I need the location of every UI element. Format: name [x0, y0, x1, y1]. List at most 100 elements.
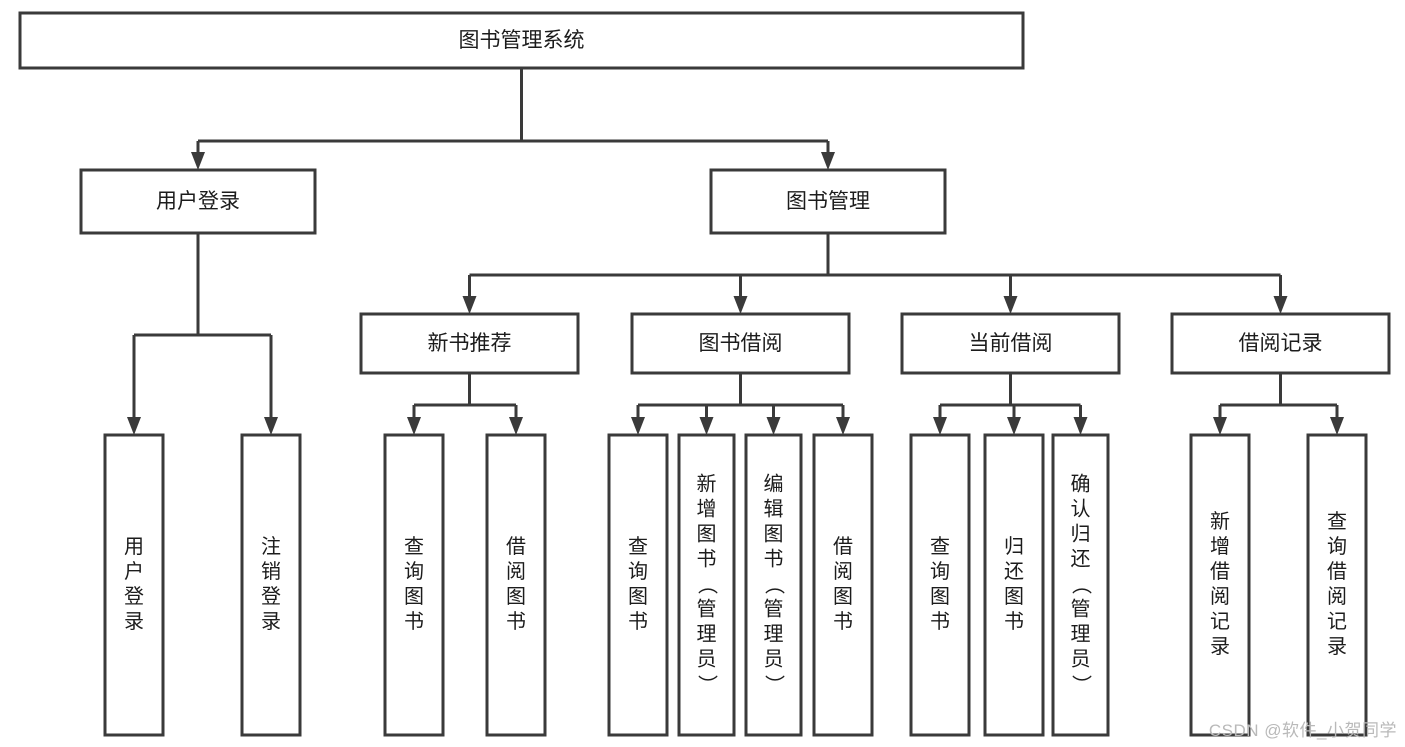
arrow-to-leaf-query-borrow-record [1330, 417, 1344, 435]
label-glyph: 录 [261, 611, 281, 633]
label-glyph: 还 [1071, 548, 1091, 571]
arrow-to-leaf-query-book-recommend [407, 417, 421, 435]
node-leaf-user-login[interactable] [103, 433, 165, 737]
node-new-book-recommend[interactable] [359, 312, 580, 375]
node-borrow-record[interactable] [1170, 312, 1391, 375]
label-glyph: 阅 [506, 560, 526, 583]
node-leaf-borrow-book-recommend[interactable] [485, 433, 547, 737]
node-leaf-confirm-return[interactable] [1051, 433, 1110, 737]
label-glyph: 新 [1210, 510, 1230, 533]
node-leaf-return-book[interactable] [983, 433, 1045, 737]
connector-layer [127, 68, 1344, 435]
node-leaf-edit-book[interactable] [744, 433, 803, 737]
node-leaf-user-login-label: 用户登录 [124, 536, 144, 633]
label-glyph: 查 [628, 535, 648, 558]
label-glyph: 阅 [1327, 585, 1347, 608]
label-glyph: 阅 [1210, 585, 1230, 608]
label-glyph: 图 [697, 524, 717, 546]
node-leaf-query-book-borrow[interactable] [607, 433, 669, 737]
node-user-login[interactable] [79, 168, 317, 235]
node-leaf-add-book[interactable] [677, 433, 736, 737]
node-leaf-query-book-recommend[interactable] [383, 433, 445, 737]
node-current-borrow-label: 当前借阅 [969, 332, 1053, 355]
node-leaf-add-borrow-record[interactable] [1189, 433, 1251, 737]
label-glyph: 图 [930, 586, 950, 608]
label-glyph: 询 [404, 560, 424, 583]
label-glyph: （ [1070, 575, 1093, 595]
label-glyph: 图 [1004, 586, 1024, 608]
label-glyph: 理 [764, 624, 784, 646]
node-book-management[interactable] [709, 168, 947, 235]
node-leaf-query-borrow-record[interactable] [1306, 433, 1368, 737]
node-leaf-query-book-current[interactable] [909, 433, 971, 737]
label-glyph: ） [696, 675, 719, 695]
label-glyph: 录 [124, 611, 144, 633]
label-glyph: 录 [1327, 636, 1347, 658]
label-glyph: （ [696, 575, 719, 595]
node-current-borrow[interactable] [900, 312, 1121, 375]
arrow-to-borrow-record [1273, 296, 1288, 314]
node-book-management-label: 图书管理 [786, 190, 870, 213]
label-glyph: 询 [628, 560, 648, 583]
arrow-to-leaf-logout [264, 417, 278, 435]
arrow-to-leaf-query-book-borrow [631, 417, 645, 435]
label-glyph: 理 [1071, 624, 1091, 646]
arrow-to-leaf-confirm-return [1073, 417, 1088, 435]
label-glyph: 图 [833, 586, 853, 608]
label-glyph: ） [1070, 675, 1093, 695]
label-glyph: 登 [124, 585, 144, 608]
node-book-borrow[interactable] [630, 312, 851, 375]
label-glyph: 借 [833, 535, 853, 558]
label-glyph: 图 [404, 586, 424, 608]
label-glyph: 编 [764, 473, 784, 496]
arrow-to-leaf-add-book [699, 417, 714, 435]
label-glyph: 归 [1004, 535, 1024, 558]
node-leaf-borrow-book[interactable] [812, 433, 874, 737]
label-glyph: 登 [261, 585, 281, 608]
label-glyph: 管 [764, 598, 784, 621]
arrow-to-leaf-add-borrow-record [1213, 417, 1227, 435]
label-glyph: 还 [1004, 560, 1024, 583]
label-glyph: 记 [1210, 610, 1230, 633]
label-glyph: 户 [124, 560, 144, 583]
node-user-login-label: 用户登录 [156, 190, 240, 213]
label-glyph: 新 [697, 473, 717, 496]
label-glyph: 书 [697, 548, 717, 571]
label-glyph: 书 [506, 610, 526, 633]
label-glyph: 归 [1071, 523, 1091, 546]
label-glyph: 管 [697, 598, 717, 621]
label-glyph: 借 [506, 535, 526, 558]
label-glyph: 询 [1327, 535, 1347, 558]
node-borrow-record-label: 借阅记录 [1239, 332, 1323, 355]
label-glyph: 确 [1071, 473, 1091, 496]
arrow-to-book-management [821, 152, 835, 170]
arrow-to-user-login [191, 152, 205, 170]
arrow-to-leaf-user-login [127, 417, 141, 435]
label-glyph: 增 [697, 498, 717, 521]
arrow-to-book-borrow [733, 296, 748, 314]
node-root[interactable] [18, 11, 1025, 70]
label-glyph: 书 [1004, 610, 1024, 633]
label-glyph: 图 [764, 524, 784, 546]
arrow-to-current-borrow [1003, 296, 1018, 314]
label-glyph: 管 [1071, 598, 1091, 621]
node-leaf-logout[interactable] [240, 433, 302, 737]
label-glyph: 询 [930, 560, 950, 583]
label-glyph: 阅 [833, 560, 853, 583]
label-glyph: 书 [930, 610, 950, 633]
label-glyph: 书 [764, 548, 784, 571]
label-glyph: （ [763, 575, 786, 595]
label-glyph: 书 [833, 610, 853, 633]
label-glyph: 查 [404, 535, 424, 558]
node-book-borrow-label: 图书借阅 [699, 332, 783, 355]
label-layer: 图书管理系统用户登录图书管理新书推荐图书借阅当前借阅借阅记录用户登录注销登录查询… [124, 29, 1347, 694]
